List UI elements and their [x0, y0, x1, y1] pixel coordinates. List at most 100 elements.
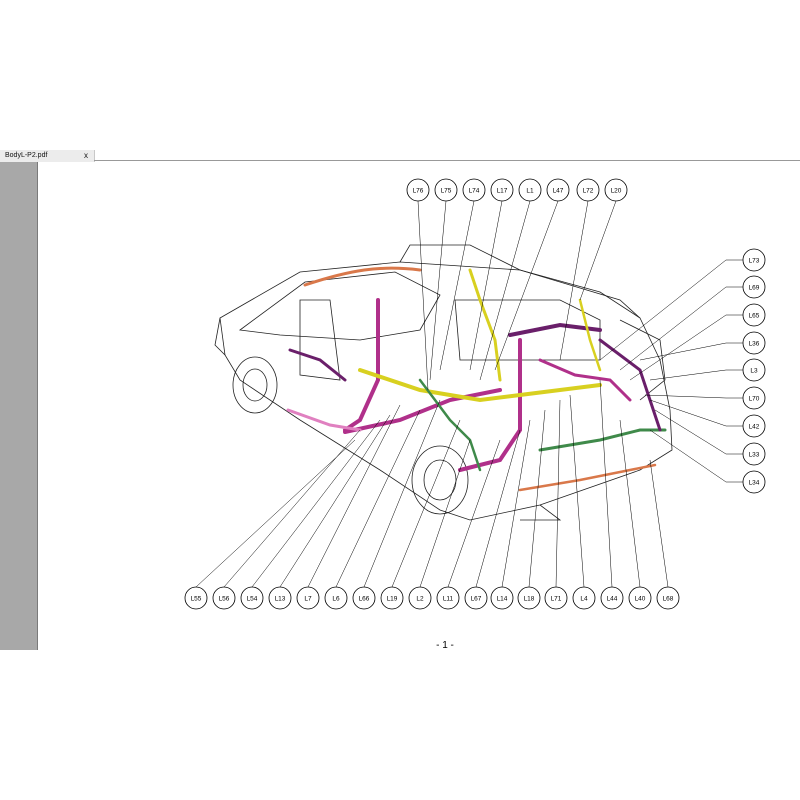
- leader-l70: [644, 394, 727, 399]
- tab-bar: [0, 150, 800, 162]
- harness-main-yellow: [358, 368, 602, 403]
- harness-console: [418, 378, 482, 472]
- leader-l56: [223, 429, 361, 588]
- label-l56: L56: [212, 586, 236, 610]
- leader-l71: [555, 399, 561, 588]
- label-circle: [628, 586, 652, 610]
- label-text: L55: [191, 595, 202, 602]
- tab-bodyl-p2[interactable]: BodyL-P2.pdf x: [0, 150, 95, 162]
- label-l4: L4: [572, 586, 596, 610]
- leader-l66: [363, 399, 441, 588]
- label-l44: L44: [600, 586, 624, 610]
- label-l65: L65: [742, 303, 766, 327]
- label-l76: L76: [406, 178, 430, 202]
- label-text: L6: [332, 595, 340, 602]
- label-circle: [518, 178, 542, 202]
- label-circle: [742, 414, 766, 438]
- label-text: L76: [413, 187, 424, 194]
- leader-lines: [195, 200, 743, 588]
- label-l66: L66: [352, 586, 376, 610]
- label-l68: L68: [656, 586, 680, 610]
- label-l7: L7: [296, 586, 320, 610]
- label-text: L19: [387, 595, 398, 602]
- leader-l74: [439, 200, 475, 371]
- label-l70: L70: [742, 386, 766, 410]
- label-circle: [576, 178, 600, 202]
- label-circle: [742, 303, 766, 327]
- leader-l47: [494, 200, 559, 371]
- leader-l6: [335, 409, 421, 588]
- label-circle: [604, 178, 628, 202]
- label-text: L74: [469, 187, 480, 194]
- label-l74: L74: [462, 178, 486, 202]
- label-circle: [380, 586, 404, 610]
- leader-l20: [579, 200, 617, 301]
- leader-l7: [307, 404, 401, 588]
- pdf-page: [38, 162, 800, 650]
- leader-l13: [279, 414, 391, 588]
- label-l69: L69: [742, 275, 766, 299]
- leader-l33: [654, 409, 727, 455]
- label-circle: [436, 586, 460, 610]
- leader-l2: [419, 439, 471, 588]
- label-l73: L73: [742, 248, 766, 272]
- label-circle: [490, 586, 514, 610]
- label-circle: [406, 178, 430, 202]
- label-l33: L33: [742, 442, 766, 466]
- label-circle: [184, 586, 208, 610]
- leader-l44: [599, 379, 613, 588]
- label-circle: [464, 586, 488, 610]
- label-l1: L1: [518, 178, 542, 202]
- leader-l40: [619, 419, 641, 588]
- label-circle: [324, 586, 348, 610]
- label-text: L72: [583, 187, 594, 194]
- label-l11: L11: [436, 586, 460, 610]
- tab-close-icon[interactable]: x: [84, 151, 88, 160]
- label-text: L13: [275, 595, 286, 602]
- label-circle: [352, 586, 376, 610]
- leader-l34: [649, 429, 727, 483]
- sidebar-divider: [37, 162, 38, 650]
- label-circle: [408, 586, 432, 610]
- label-circle: [742, 248, 766, 272]
- label-text: L11: [443, 595, 454, 602]
- label-circle: [490, 178, 514, 202]
- leader-l67: [475, 429, 521, 588]
- label-circle: [742, 358, 766, 382]
- leader-l42: [649, 399, 727, 427]
- label-circle: [546, 178, 570, 202]
- leader-l55: [195, 439, 356, 588]
- harness-door: [288, 348, 347, 382]
- label-text: L40: [635, 595, 646, 602]
- label-l2: L2: [408, 586, 432, 610]
- leader-l69: [619, 286, 727, 371]
- label-l20: L20: [604, 178, 628, 202]
- label-text: L71: [551, 595, 562, 602]
- harness-a-pillar: [343, 298, 380, 432]
- harness-floor-right: [458, 338, 522, 472]
- leader-l76: [417, 200, 429, 391]
- label-circle: [742, 442, 766, 466]
- label-text: L42: [749, 423, 760, 430]
- leader-l1: [479, 200, 531, 381]
- label-text: L1: [526, 187, 534, 194]
- label-text: L34: [749, 479, 760, 486]
- label-circle: [572, 586, 596, 610]
- label-circle: [600, 586, 624, 610]
- label-l67: L67: [464, 586, 488, 610]
- harness-rocker: [286, 408, 362, 432]
- label-l17: L17: [490, 178, 514, 202]
- leader-l14: [501, 419, 531, 588]
- label-text: L47: [553, 187, 564, 194]
- label-text: L67: [471, 595, 482, 602]
- tab-title: BodyL-P2.pdf: [5, 152, 48, 159]
- label-text: L4: [580, 595, 588, 602]
- label-l6: L6: [324, 586, 348, 610]
- vehicle-outline: [214, 244, 673, 521]
- label-l13: L13: [268, 586, 292, 610]
- harness-rear-sub: [538, 358, 632, 402]
- label-circle: [517, 586, 541, 610]
- label-text: L36: [749, 340, 760, 347]
